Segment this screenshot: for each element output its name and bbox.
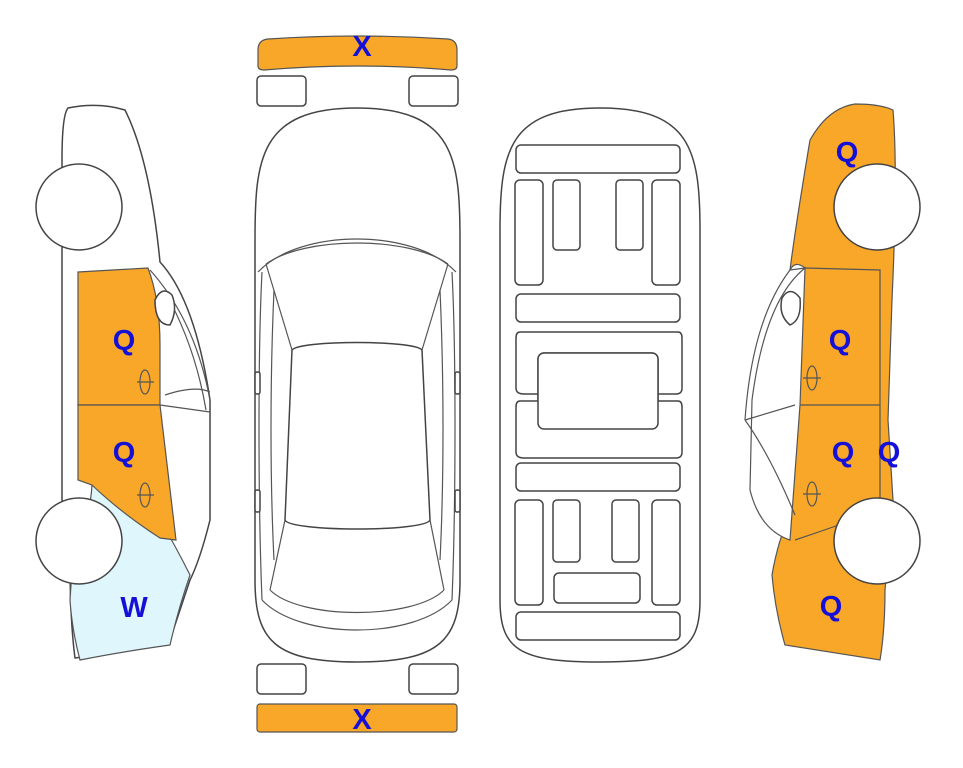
right-rear-quarter-marker: Q — [820, 591, 843, 623]
left-mirror — [154, 290, 176, 326]
rear-right-light — [408, 663, 459, 695]
left-handle — [254, 489, 261, 513]
left-rear-door-marker: Q — [113, 437, 136, 469]
door-window-left — [270, 289, 275, 561]
right-mirror — [780, 290, 802, 326]
rear-left-light — [256, 663, 307, 695]
right-front-handle — [803, 365, 821, 391]
top-view-roof — [284, 341, 431, 530]
left-mirror — [254, 371, 261, 395]
c-pillar-right — [429, 519, 445, 591]
right-door-seam-front — [804, 267, 881, 540]
c-pillar-left — [269, 519, 286, 591]
right-front-door-marker: Q — [829, 325, 852, 357]
left-mirror-line — [164, 388, 211, 396]
a-pillar-left — [265, 263, 293, 351]
right-front-wheel — [833, 163, 921, 251]
underbody-rear-box — [553, 572, 641, 604]
left-rear-door-panel[interactable] — [77, 404, 177, 541]
top-view-rear-window — [269, 589, 445, 614]
underbody-front-crossmember — [515, 144, 681, 174]
front-bumper-group: X — [256, 31, 459, 107]
underbody-bracket-rr — [611, 499, 640, 563]
underbody-bracket-rl — [552, 499, 581, 563]
left-rear-quarter-marker: W — [120, 592, 148, 624]
left-front-wheel — [35, 163, 123, 251]
underbody-center-panel-top — [537, 352, 659, 430]
left-rear-wheel — [35, 497, 123, 585]
right-rear-handle — [803, 481, 821, 507]
underbody-bracket-fl — [552, 179, 581, 251]
windshield-inner-line — [265, 242, 449, 265]
right-side-view: Q Q Q Q Q — [744, 103, 921, 661]
underbody-crossmember-3 — [515, 462, 681, 492]
underbody-crossmember-2 — [515, 293, 681, 323]
right-side-windows — [749, 266, 806, 541]
left-rear-handle — [137, 482, 154, 508]
left-beltline — [159, 404, 211, 413]
front-bumper-marker: X — [352, 31, 372, 63]
left-side-view: Q Q W — [35, 104, 211, 661]
left-windshield-line — [149, 269, 211, 401]
right-a-pillar — [789, 267, 806, 271]
door-window-right — [439, 289, 444, 561]
trunk-line — [261, 599, 453, 631]
a-pillar-right — [421, 263, 449, 351]
right-handle — [454, 489, 461, 513]
top-view-car — [254, 107, 461, 663]
right-mirror — [454, 371, 461, 395]
right-windshield-line — [744, 269, 791, 421]
left-front-door-marker: Q — [113, 325, 136, 357]
underbody-rail-fl — [514, 179, 544, 286]
right-beltline — [744, 404, 796, 421]
underbody-bracket-fr — [615, 179, 644, 251]
rear-bumper-panel[interactable] — [256, 703, 458, 733]
front-bumper-panel[interactable] — [257, 35, 458, 71]
right-rear-door-marker: Q — [832, 437, 855, 469]
underbody-rail-fr — [651, 179, 681, 286]
left-front-handle — [137, 369, 154, 395]
rear-bumper-group: X — [256, 663, 459, 736]
side-line-left — [258, 271, 263, 601]
right-rear-pillar-marker: Q — [878, 437, 901, 469]
right-front-fender-marker: Q — [836, 137, 859, 169]
side-line-right — [451, 271, 456, 601]
underbody-rail-rl — [514, 499, 544, 606]
rear-bumper-marker: X — [352, 704, 372, 736]
front-right-light — [408, 75, 459, 107]
underbody-rear-crossmember — [515, 611, 681, 641]
front-left-light — [256, 75, 307, 107]
right-lower-line — [744, 419, 796, 516]
right-rear-wheel — [833, 497, 921, 585]
underbody-rail-rr — [651, 499, 681, 606]
underbody-view — [499, 107, 701, 663]
